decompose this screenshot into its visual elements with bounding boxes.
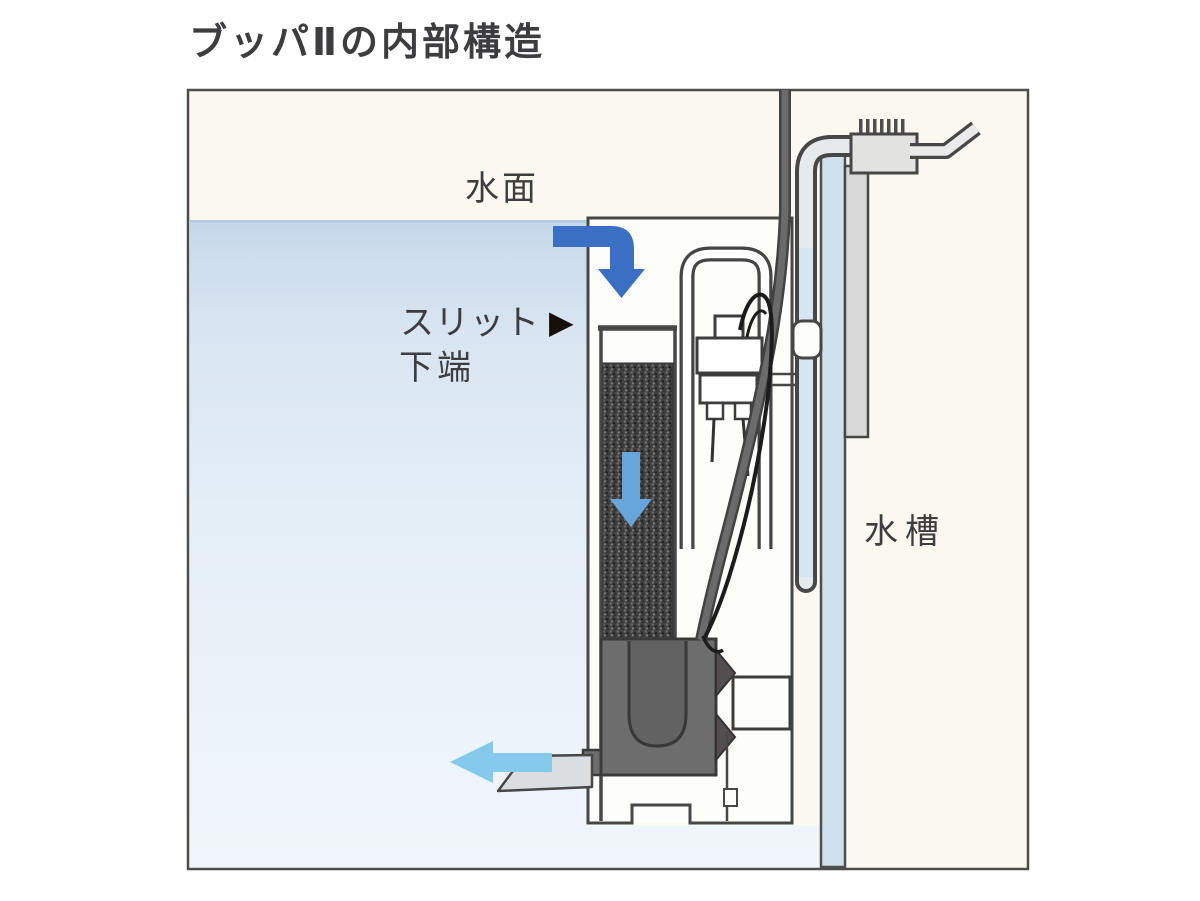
pump-bracket-box	[731, 675, 792, 731]
impeller-cone-bottom	[715, 711, 737, 763]
label-tank: 水槽	[864, 513, 946, 551]
tank-water	[190, 220, 820, 867]
outlet-spout	[910, 121, 981, 159]
inner-u-tube	[679, 246, 773, 549]
aquarium-glass-wall	[819, 151, 847, 869]
vent-comb-icon	[859, 119, 905, 136]
power-cable	[695, 90, 791, 642]
water-surface-line	[190, 220, 588, 223]
slit-pointer-icon: ▶	[549, 304, 574, 340]
downflow-arrow	[610, 452, 652, 527]
sensor-cable	[701, 292, 774, 654]
label-slit-line2: 下端	[399, 349, 475, 387]
label-slit-line1: スリット	[400, 304, 540, 342]
external-down-tube	[843, 164, 870, 439]
base-tab	[723, 788, 738, 807]
airline-connector	[849, 119, 919, 175]
label-water-surface: 水面	[465, 170, 539, 208]
pump-unit	[581, 637, 792, 821]
impeller-cone-top	[715, 647, 737, 699]
outflow-arrow	[450, 741, 552, 783]
float-valve-assembly	[695, 314, 764, 477]
over-rim-tube	[795, 135, 867, 593]
inflow-arrow	[553, 226, 645, 298]
impeller-well	[627, 641, 688, 748]
diagram-title: ブッパⅡの内部構造	[189, 22, 546, 64]
